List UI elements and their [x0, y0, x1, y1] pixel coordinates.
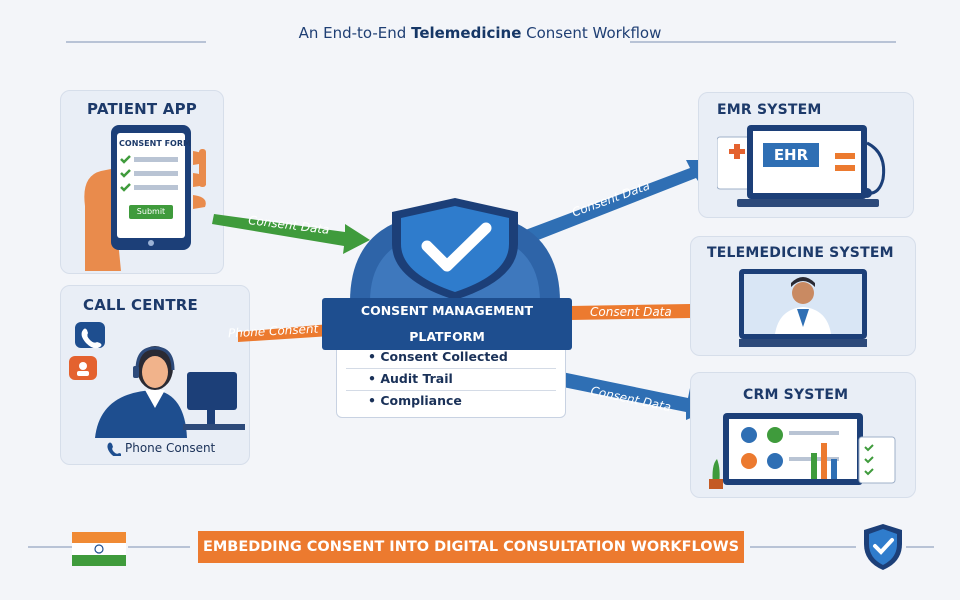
crm-card: CRM SYSTEM — [690, 372, 916, 498]
arrow-tele — [570, 294, 716, 328]
india-flag-icon — [72, 532, 126, 566]
arrow-label-tele: Consent Data — [590, 305, 672, 319]
title-rule-right — [630, 41, 896, 43]
agent-icon — [69, 322, 245, 438]
footer-rule-left — [28, 546, 72, 548]
platform-bullet-2: • Audit Trail — [368, 371, 453, 386]
patient-app-card: PATIENT APP CONSENT FORM Submit — [60, 90, 224, 274]
ehr-screen-label: EHR — [763, 143, 819, 167]
laptop-ehr-icon — [717, 125, 886, 207]
crm-dashboard-icon — [709, 413, 896, 489]
platform-bullet-3: • Compliance — [368, 393, 462, 408]
arrow-crm — [558, 372, 714, 420]
shield-check-icon — [392, 198, 518, 300]
platform-bullet-1: • Consent Collected — [368, 349, 508, 364]
footer-rule-right-2 — [906, 546, 934, 548]
call-centre-label: CALL CENTRE — [83, 296, 198, 314]
phone-consent-footer: Phone Consent — [125, 441, 216, 455]
telemedicine-label: TELEMEDICINE SYSTEM — [707, 245, 894, 261]
patient-app-label: PATIENT APP — [87, 100, 197, 118]
submit-button[interactable]: Submit — [136, 207, 166, 216]
platform-title: CONSENT MANAGEMENT PLATFORM — [322, 298, 572, 350]
bullet-divider-2 — [346, 390, 556, 391]
call-centre-card: CALL CENTRE Phone Consent — [60, 285, 250, 465]
consent-form-title: CONSENT FORM — [119, 139, 191, 148]
emr-label: EMR SYSTEM — [717, 102, 822, 118]
emr-card: EMR SYSTEM EHR — [698, 92, 914, 218]
arrow-emr — [520, 160, 714, 244]
phone-hand-icon — [84, 125, 206, 271]
footer-rule-right — [750, 546, 856, 548]
page-title: An End-to-End Telemedicine Consent Workf… — [298, 24, 662, 42]
bullet-divider-1 — [346, 368, 556, 369]
footer-rule-left-2 — [128, 546, 190, 548]
crm-label: CRM SYSTEM — [743, 387, 849, 403]
doctor-video-icon — [739, 269, 867, 347]
footer-banner: EMBEDDING CONSENT INTO DIGITAL CONSULTAT… — [198, 531, 744, 563]
title-rule-left — [66, 41, 206, 43]
footer-shield-check-icon — [864, 524, 902, 570]
telemedicine-card: TELEMEDICINE SYSTEM — [690, 236, 916, 356]
phone-icon — [107, 442, 121, 456]
arrow-patient — [212, 214, 370, 254]
arrow-call — [238, 314, 360, 344]
